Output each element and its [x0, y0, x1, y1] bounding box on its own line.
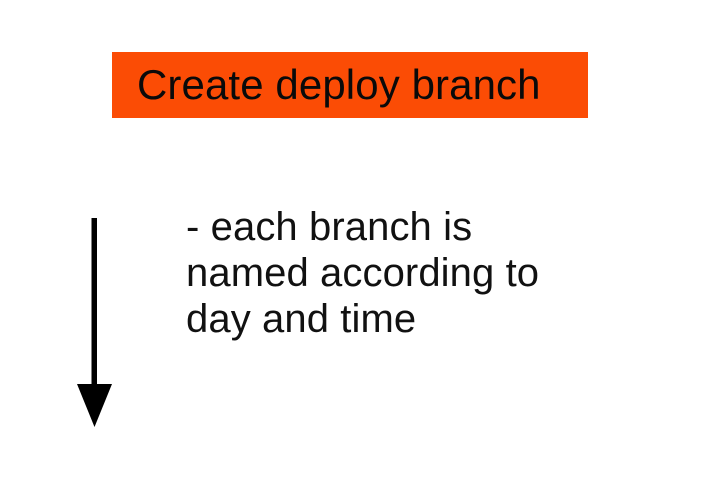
body-line: named according to: [186, 251, 540, 295]
body-line: - each branch is: [186, 205, 473, 249]
arrow-down-icon: [70, 210, 120, 435]
body-text-block: - each branch is named according to day …: [186, 204, 586, 342]
body-line: day and time: [186, 297, 417, 341]
page-title: Create deploy branch: [137, 60, 541, 108]
title-banner: Create deploy branch: [112, 52, 588, 118]
